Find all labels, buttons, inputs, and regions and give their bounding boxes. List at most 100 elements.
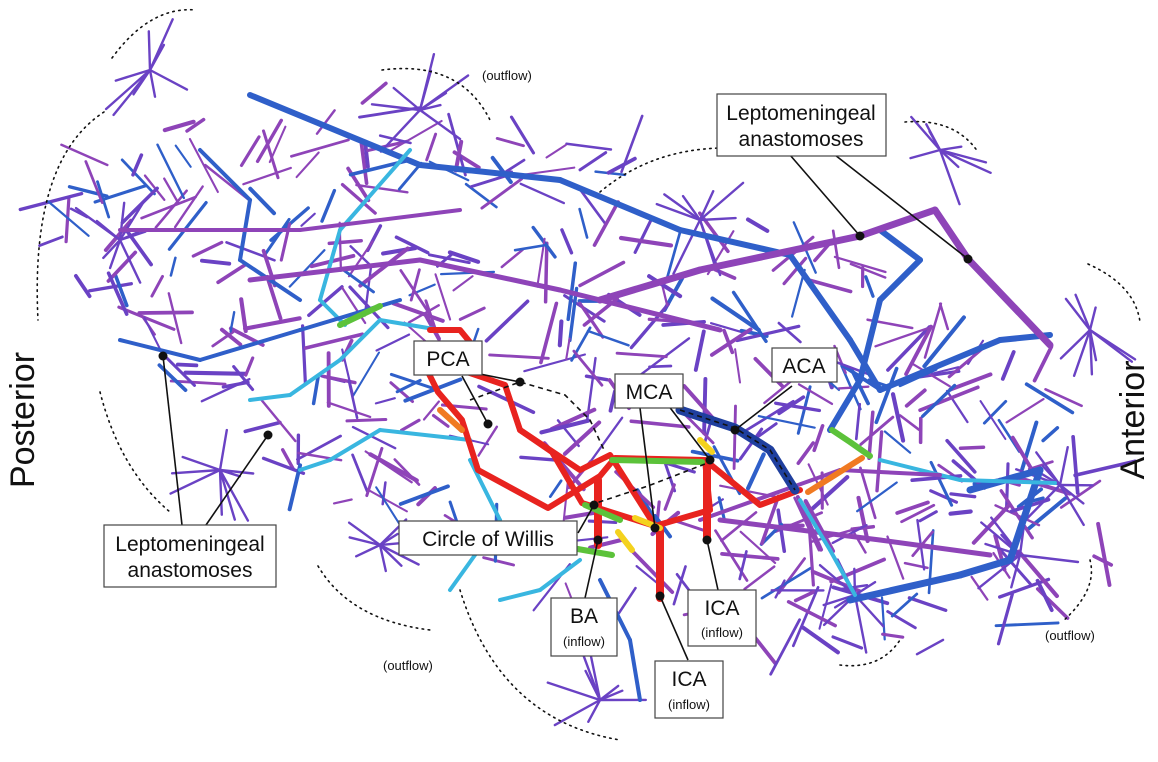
vessel-branch — [592, 200, 620, 247]
ba-sub-text: (inflow) — [563, 634, 605, 649]
vessel-terminal — [118, 201, 145, 242]
leader-lepto-top-b — [834, 154, 969, 260]
vessel-trunk — [198, 148, 252, 202]
vessel-branch — [117, 305, 176, 331]
vessel-branch — [513, 243, 548, 252]
vessel-branch — [565, 337, 571, 361]
vessel-branch — [243, 316, 302, 331]
vessel-terminal — [938, 148, 961, 206]
vessel-branch — [469, 174, 508, 189]
vessel-trunk — [628, 638, 642, 702]
vessel-branch — [717, 496, 726, 520]
vessel-branch — [796, 441, 815, 465]
vessel-branch — [381, 481, 387, 506]
vessel-branch — [709, 322, 747, 335]
vessel-branch — [327, 238, 363, 246]
vessel-branch — [629, 419, 691, 429]
vessel-terminal — [1058, 483, 1085, 505]
vessel-branch — [161, 352, 196, 387]
vessel-branch — [188, 137, 219, 194]
vessel-branch — [359, 139, 369, 186]
label-aca: ACA — [771, 347, 838, 383]
label-ba: BA (inflow) — [550, 597, 618, 657]
arc-bottom-right — [839, 639, 901, 667]
vessel-branch — [427, 253, 471, 265]
vessel-branch — [1041, 426, 1060, 443]
vessel-trunk — [288, 358, 342, 397]
vessel-terminal — [1000, 533, 1022, 557]
vessel-branch — [586, 356, 597, 421]
vessel-trunk — [846, 571, 964, 604]
vessel-branch — [782, 256, 808, 286]
vessel-trunk — [298, 208, 462, 232]
vessel-terminal — [853, 567, 857, 597]
vessel-terminal — [1064, 297, 1092, 332]
label-mca: MCA — [614, 373, 684, 409]
vessel-branch — [769, 618, 802, 676]
vessel-branch — [951, 459, 987, 490]
vessel-branch — [448, 500, 459, 523]
vessel-terminal — [1074, 293, 1092, 332]
vessel-branch — [746, 452, 766, 491]
vessel-branch — [883, 430, 912, 454]
vessel-branch — [120, 186, 159, 225]
vessel-branch — [391, 301, 445, 323]
vessel-branch — [606, 156, 637, 175]
vessel-branch — [326, 401, 372, 419]
vessel-branch — [431, 413, 450, 428]
ica-right-text: ICA — [704, 597, 739, 620]
vessel-terminal — [681, 194, 702, 222]
vessel-terminal — [379, 108, 422, 153]
vessel-terminal — [169, 468, 222, 495]
vessel-trunk — [877, 257, 923, 303]
vessel-trunk — [118, 338, 202, 362]
vessel-branch — [578, 151, 608, 172]
vessel-trunk — [964, 255, 1054, 349]
leader-lepto-left-b — [205, 434, 269, 526]
vessel-terminal — [1058, 446, 1069, 487]
vessel-branch — [539, 418, 591, 435]
vessel-terminal — [663, 193, 702, 222]
vessel-branch — [793, 590, 816, 603]
vessel-trunk — [838, 468, 942, 477]
leader-dot — [702, 535, 712, 545]
vessel-terminal — [853, 580, 877, 597]
leader-dot — [483, 419, 493, 429]
vessel-branch — [856, 495, 870, 544]
cow-orange-segment — [437, 407, 865, 495]
vessel-branch — [140, 195, 197, 220]
vessel-branch — [363, 140, 370, 169]
vessel-branch — [509, 115, 536, 155]
vessel-branch — [477, 384, 536, 414]
vessel-trunk — [298, 458, 332, 472]
vessel-branch — [216, 262, 248, 285]
vessel-branch — [452, 275, 474, 292]
vessel-branch — [355, 183, 409, 194]
label-circle-of-willis: Circle of Willis — [398, 520, 578, 556]
vessel-branch — [185, 117, 206, 133]
vessel-branch — [777, 321, 802, 344]
vessel-trunk — [798, 498, 832, 552]
vessel-terminal — [672, 218, 702, 275]
vessel-terminal — [598, 689, 624, 702]
aca-text: ACA — [782, 355, 825, 378]
vessel-branch — [738, 427, 764, 461]
vessel-branch — [385, 119, 443, 154]
vessel-trunk — [468, 458, 502, 522]
vessel-branch — [425, 132, 438, 162]
arc-right-lower — [1061, 559, 1093, 623]
vessel-branch — [757, 415, 816, 429]
vessel-branch — [183, 370, 248, 376]
vessel-branch — [710, 296, 761, 333]
vessel-branch — [477, 425, 499, 457]
vessel-terminal — [347, 521, 382, 547]
vessel-trunk — [338, 318, 382, 362]
vessel-terminal — [853, 593, 868, 654]
vessel-branch — [793, 496, 821, 552]
vessel-branch — [874, 327, 930, 348]
vessel-branch — [320, 188, 337, 223]
vessel-terminal — [218, 468, 255, 475]
vessel-branch — [255, 118, 284, 164]
vessel-trunk — [318, 228, 342, 302]
vessel-terminal — [1088, 328, 1134, 363]
